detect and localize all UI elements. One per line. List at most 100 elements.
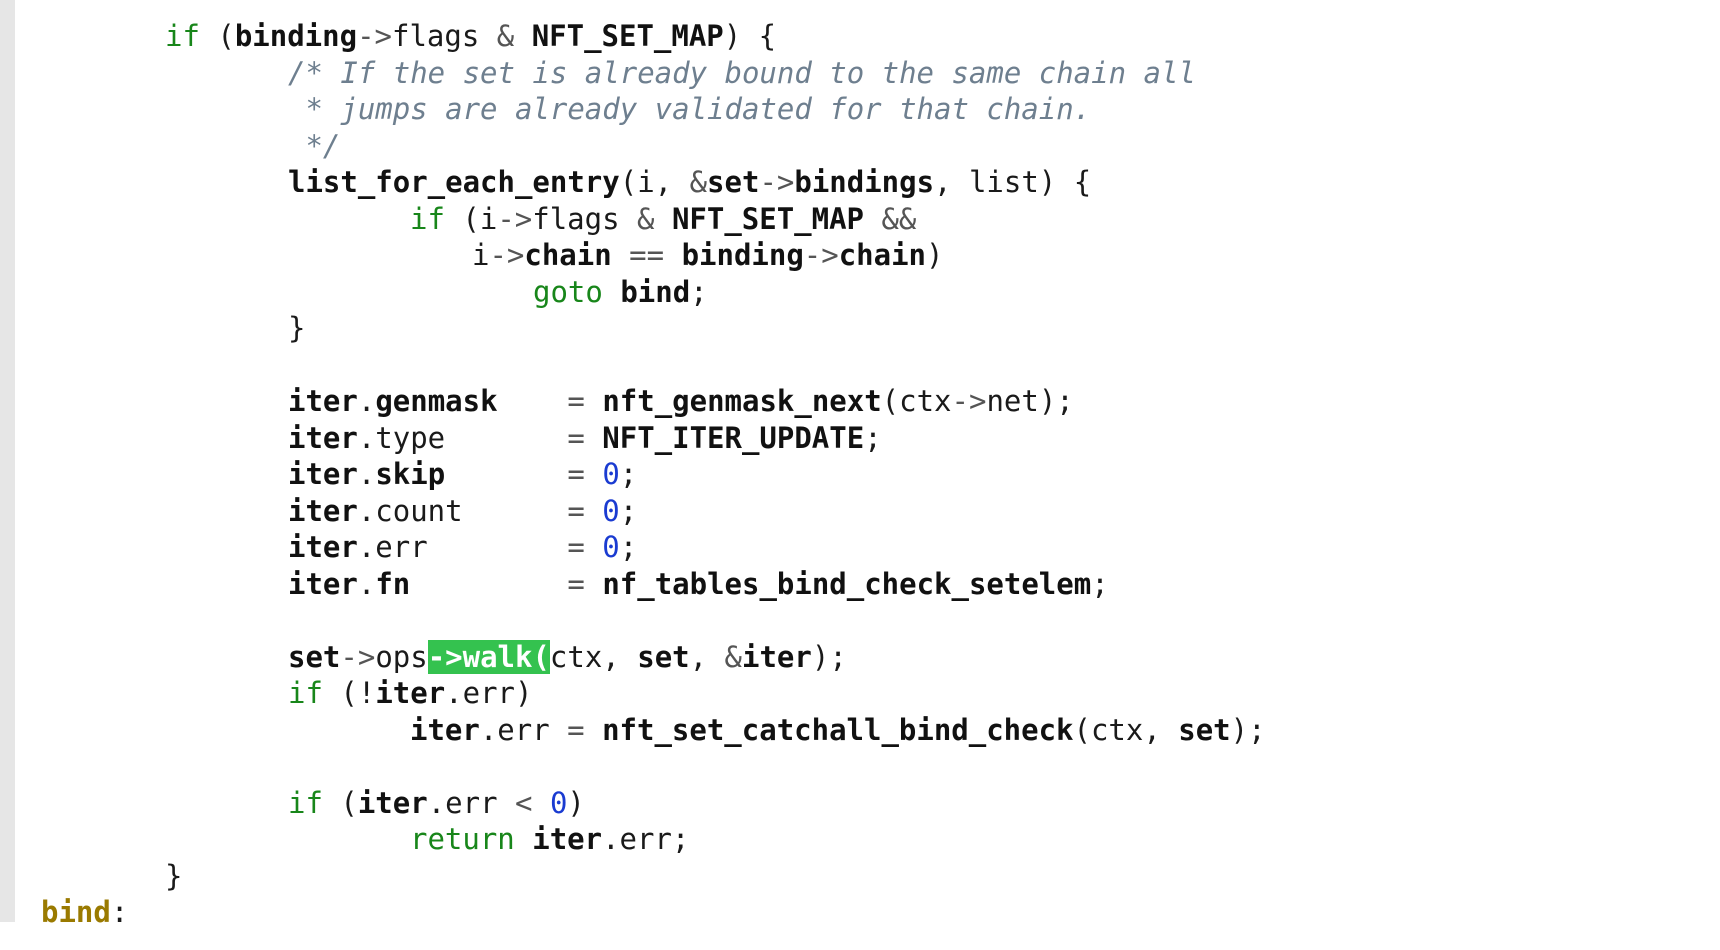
identifier-token: chain	[524, 238, 612, 272]
text-token: ;	[619, 530, 638, 564]
operator-token: ->	[357, 19, 392, 53]
code-line: if (i->flags & NFT_SET_MAP &&	[0, 201, 1266, 238]
text-token: .	[357, 384, 376, 418]
text-token: .	[357, 566, 376, 601]
text-token: )	[567, 785, 585, 820]
operator-token: &	[496, 19, 515, 53]
code-line: if (!iter.err)	[0, 675, 1266, 712]
code-line	[0, 748, 1266, 785]
identifier-token: set	[707, 165, 760, 199]
identifier-token: iter	[742, 639, 812, 674]
operator-token: =	[567, 420, 585, 455]
text-token: ctx,	[549, 639, 638, 674]
text-token	[585, 457, 602, 491]
text-token	[585, 421, 602, 455]
text-token: (	[199, 19, 235, 53]
number-token: 0	[602, 493, 620, 528]
editor-gutter	[0, 0, 15, 922]
identifier-token: list_for_each_entry	[288, 165, 620, 199]
keyword-token: goto	[533, 274, 603, 309]
number-token: 0	[602, 457, 620, 491]
operator-token: ->	[340, 639, 376, 674]
identifier-token: set	[1178, 712, 1231, 747]
operator-token: &	[724, 639, 743, 674]
text-token	[585, 567, 602, 601]
code-line: iter.err = 0;	[0, 529, 1266, 566]
identifier-token: iter	[410, 712, 480, 747]
comment-token: */	[288, 128, 341, 163]
identifier-token: nft_set_catchall_bind_check	[602, 712, 1074, 747]
text-token: ;	[619, 457, 638, 491]
operator-token: =	[567, 457, 585, 491]
text-token: ,	[689, 639, 725, 674]
code-line: return iter.err;	[0, 821, 1266, 858]
identifier-token: iter	[288, 530, 358, 564]
code-line: iter.genmask = nft_genmask_next(ctx->net…	[0, 383, 1266, 420]
text-token: }	[165, 858, 183, 893]
keyword-token: if	[288, 676, 323, 710]
code-line: iter.skip = 0;	[0, 456, 1266, 493]
text-token: }	[288, 311, 306, 345]
text-token: );	[811, 639, 847, 674]
identifier-token: iter	[288, 384, 358, 418]
code-line: }	[0, 858, 1266, 895]
code-line: iter.type = NFT_ITER_UPDATE;	[0, 420, 1266, 457]
identifier-token: binding	[234, 19, 358, 53]
comment-token: /* If the set is already bound to the sa…	[288, 55, 1196, 90]
text-token: .	[357, 457, 376, 491]
code-view[interactable]: if (binding->flags & NFT_SET_MAP) {/* If…	[0, 18, 1266, 931]
text-token: ;	[690, 274, 708, 309]
keyword-token: if	[410, 201, 445, 236]
operator-token: <	[515, 785, 533, 820]
text-token: ;	[619, 493, 638, 528]
text-token: ) {	[723, 19, 777, 53]
operator-token: ->	[497, 201, 533, 236]
text-token	[514, 19, 531, 53]
code-line: iter.count = 0;	[0, 493, 1266, 530]
code-line: if (iter.err < 0)	[0, 785, 1266, 822]
label-token: bind	[41, 895, 111, 929]
text-token: (i	[444, 201, 498, 236]
text-token	[603, 275, 620, 309]
text-token: :	[110, 895, 129, 929]
text-token	[532, 786, 549, 820]
code-line: i->chain == binding->chain)	[0, 237, 1266, 274]
text-token: ;	[864, 420, 882, 455]
identifier-token: iter	[375, 676, 446, 710]
identifier-token: bind	[620, 274, 691, 309]
identifier-token: binding	[681, 238, 804, 272]
identifier-token: set	[637, 639, 690, 674]
text-token: )	[926, 238, 944, 272]
text-token: (ctx	[881, 384, 952, 418]
code-line: /* If the set is already bound to the sa…	[0, 55, 1266, 92]
code-line	[0, 347, 1266, 384]
code-line: iter.err = nft_set_catchall_bind_check(c…	[0, 712, 1266, 749]
identifier-token: NFT_SET_MAP	[531, 19, 724, 53]
code-line	[0, 602, 1266, 639]
code-line: }	[0, 310, 1266, 347]
identifier-token: fn	[375, 566, 411, 601]
operator-token: =	[567, 493, 585, 528]
text-token	[498, 384, 568, 418]
text-token: i	[472, 238, 490, 272]
operator-token: ->	[951, 384, 987, 418]
identifier-token: iter	[357, 785, 428, 820]
search-highlight: ->walk(	[427, 639, 550, 674]
operator-token: =	[567, 384, 585, 418]
identifier-token: nft_genmask_next	[602, 384, 882, 418]
number-token: 0	[549, 785, 568, 820]
operator-token: &	[689, 165, 708, 199]
keyword-token: return	[410, 822, 515, 856]
text-token: .err	[357, 530, 568, 564]
text-token: ops	[375, 639, 428, 674]
identifier-token: NFT_SET_MAP	[671, 201, 864, 236]
code-line: set->ops->walk(ctx, set, &iter);	[0, 639, 1266, 676]
code-line: */	[0, 128, 1266, 165]
operator-token: ->	[803, 238, 839, 272]
text-token: , list) {	[934, 165, 1092, 199]
text-token: .count	[357, 493, 568, 528]
text-token: );	[1230, 712, 1266, 747]
identifier-token: chain	[838, 238, 927, 272]
keyword-token: if	[165, 19, 200, 53]
text-token	[445, 457, 567, 491]
